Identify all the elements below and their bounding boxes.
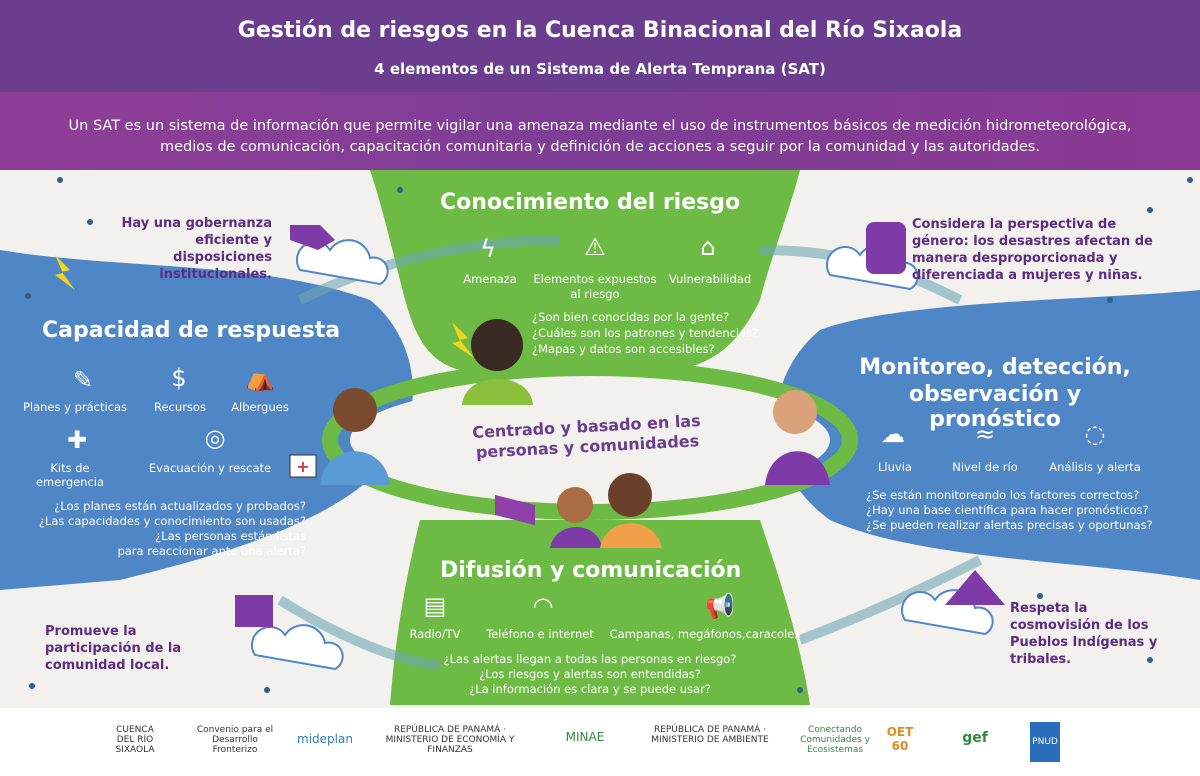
protest-sign-icon — [235, 595, 273, 627]
handshake-icon — [290, 225, 335, 250]
difusion-title: Difusión y comunicación — [440, 558, 742, 583]
intro-text: Un SAT es un sistema de información que … — [68, 118, 1132, 155]
arrow-bottom-right — [798, 555, 983, 645]
monitoreo-question: ¿Se pueden realizar alertas precisas y o… — [866, 518, 1153, 532]
money-bag-icon: $ — [171, 364, 187, 392]
person-top — [462, 319, 533, 405]
genero-note: Considera la perspectiva de género: los … — [912, 217, 1153, 283]
capacidad-question: ¿Las personas están listas — [155, 529, 306, 543]
expuestos-label: Elementos expuestos al riesgo — [533, 272, 657, 301]
evacuacion-label: Evacuación y rescate — [148, 461, 272, 475]
megaphone-icon: 📢 — [705, 592, 735, 620]
nivel-rio-label: Nivel de río — [952, 460, 1018, 474]
lightning-decor-left — [55, 255, 75, 290]
water-waves-icon: ≈ — [974, 420, 996, 448]
intro-band — [0, 92, 1200, 170]
tent-icon: ⛺ — [245, 364, 275, 392]
difusion-question: ¿Las alertas llegan a todas las personas… — [443, 652, 737, 666]
rain-cloud-icon: ☁ — [881, 420, 905, 448]
first-aid-kit-icon: ✚ — [66, 426, 88, 454]
conocimiento-title: Conocimiento del riesgo — [440, 190, 741, 215]
monitoreo-region — [776, 290, 1200, 580]
fist-icon — [866, 222, 906, 274]
lightbulb-icon: ◌ — [1084, 420, 1106, 448]
cloud-left-top — [295, 239, 389, 286]
monitoreo-title-line2: observación y pronóstico — [908, 382, 1082, 432]
persons-bottom — [495, 473, 662, 548]
center-fill — [350, 382, 830, 498]
participacion-note: Promueve la participación de la comunida… — [45, 624, 182, 673]
person-left: + — [289, 388, 390, 485]
svg-text:+: + — [296, 457, 309, 476]
conocimiento-question: ¿Cuáles son los patrones y tendencias? — [532, 326, 759, 340]
footer-logo: OET 60 — [886, 725, 914, 753]
flooded-house-icon: ⌂ — [700, 233, 716, 261]
amenaza-label: Amenaza — [463, 272, 517, 286]
difusion-question: ¿La información es clara y se puede usar… — [469, 682, 711, 696]
monitoreo-question: ¿Se están monitoreando los factores corr… — [866, 488, 1140, 502]
lightning-decor-top — [452, 322, 474, 358]
capacidad-question: ¿Las capacidades y conocimiento son usad… — [38, 514, 306, 528]
footer-logo: PNUD — [1030, 722, 1060, 762]
lluvia-label: Lluvia — [878, 460, 912, 474]
footer-logo: Conectando Comunidades y Ecosistemas — [800, 725, 870, 755]
conocimiento-question: ¿Son bien conocidas por la gente? — [532, 310, 730, 324]
monitoreo-title-line1: Monitoreo, detección, — [859, 355, 1131, 380]
footer-logo: REPÚBLICA DE PANAMÁ · MINISTERIO DE AMBI… — [651, 725, 769, 745]
footer-logo: mideplan — [297, 732, 353, 746]
conocimiento-question: ¿Mapas y datos son accesibles? — [532, 342, 715, 356]
capacidad-question: ¿Los planes están actualizados y probado… — [54, 499, 306, 513]
vulnerabilidad-label: Vulnerabilidad — [668, 272, 752, 286]
cosmovision-note: Respeta la cosmovisión de los Pueblos In… — [1010, 601, 1158, 667]
footer-logo: CUENCA DEL RÍO SIXAOLA — [115, 725, 155, 755]
arrow-bottom-left — [277, 595, 441, 670]
person-right — [765, 390, 830, 485]
radio-label: Radio/TV — [409, 627, 461, 641]
telefono-label: Teléfono e internet — [486, 627, 594, 641]
lightning-icon: ϟ — [480, 235, 496, 263]
footer-logo: Convenio para el Desarrollo Fronterizo — [196, 725, 274, 755]
campanas-label: Campanas, megáfonos,caracoles — [609, 627, 801, 641]
radio-icon: ▤ — [423, 592, 447, 620]
footer-logo: MINAE — [565, 730, 605, 744]
header-band — [0, 0, 1200, 100]
footer — [0, 708, 1200, 776]
capacidad-region — [0, 250, 413, 590]
difusion-question: ¿Los riesgos y alertas son entendidas? — [479, 667, 701, 681]
capacidad-title: Capacidad de respuesta — [42, 318, 341, 343]
footer-logo: REPÚBLICA DE PANAMÁ · MINISTERIO DE ECON… — [385, 725, 515, 755]
warning-icon: ⚠ — [584, 233, 606, 261]
wifi-icon: ◠ — [532, 592, 554, 620]
document-icon: ✎ — [72, 366, 94, 394]
difusion-region — [390, 520, 810, 705]
capacidad-question: para reaccionar ante una alerta? — [117, 544, 306, 558]
gobernanza-note: Hay una gobernanza eficiente y disposici… — [121, 216, 272, 282]
recursos-label: Recursos — [154, 400, 206, 414]
page-title: Gestión de riesgos en la Cuenca Binacion… — [237, 18, 963, 43]
kits-label: Kits de emergencia — [35, 461, 105, 489]
monitoreo-question: ¿Hay una base científica para hacer pron… — [866, 503, 1149, 517]
indigenous-hut-icon — [945, 570, 1005, 605]
footer-logo: gef — [962, 730, 988, 746]
planes-label: Planes y prácticas — [22, 400, 128, 414]
arrow-top-left — [297, 235, 561, 305]
analisis-label: Análisis y alerta — [1049, 460, 1141, 474]
page-subtitle: 4 elementos de un Sistema de Alerta Temp… — [374, 60, 826, 78]
albergues-label: Albergues — [231, 400, 289, 414]
lifebuoy-icon: ◎ — [204, 424, 226, 452]
cloud-left-bottom — [250, 624, 344, 671]
conocimiento-region — [370, 170, 800, 370]
